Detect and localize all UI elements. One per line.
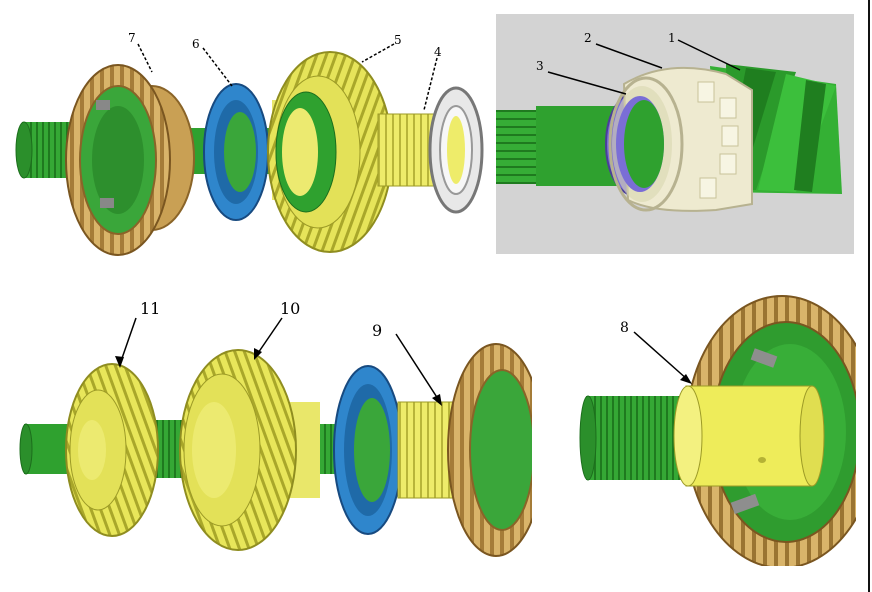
panel-lower-right-detail: 8 [576, 292, 856, 566]
panel-upper-right-detail: 1 2 3 [496, 14, 854, 254]
svg-text:3: 3 [536, 59, 544, 73]
label-11: 11 [115, 299, 160, 368]
label-7: 7 [128, 31, 153, 73]
part-4-bearing [377, 86, 484, 214]
label-2: 2 [584, 31, 663, 69]
svg-text:5: 5 [394, 33, 402, 47]
label-5: 5 [361, 33, 402, 63]
svg-text:9: 9 [372, 321, 382, 340]
svg-text:2: 2 [584, 31, 592, 45]
label-4: 4 [423, 45, 442, 111]
svg-text:8: 8 [620, 320, 629, 336]
panel-lower-left-assembly: 11 10 9 [0, 290, 548, 590]
part-8-sleeve [673, 385, 825, 487]
panel-upper-left-assembly: 7 6 5 4 [0, 0, 490, 262]
part-2-bearing-ring [608, 66, 753, 212]
label-8: 8 [620, 320, 692, 384]
part-10-gear [179, 349, 320, 551]
image-border [868, 0, 870, 592]
shaft-detail [579, 395, 686, 481]
gold-gear-partial [447, 343, 548, 557]
synchronizer-hub [333, 365, 403, 535]
part-11-gear [65, 363, 159, 537]
label-6: 6 [192, 37, 233, 87]
svg-text:1: 1 [668, 31, 676, 45]
svg-text:10: 10 [280, 299, 300, 318]
svg-text:11: 11 [140, 299, 160, 318]
part-6-synchronizer [203, 83, 269, 221]
label-3: 3 [536, 59, 627, 95]
svg-text:7: 7 [128, 31, 136, 45]
part-5-helical-gear [267, 51, 393, 253]
label-1: 1 [668, 31, 741, 71]
svg-text:6: 6 [192, 37, 200, 51]
svg-text:4: 4 [434, 45, 442, 59]
label-9: 9 [372, 321, 442, 406]
label-10: 10 [254, 299, 300, 360]
part-7-gear [65, 64, 195, 256]
